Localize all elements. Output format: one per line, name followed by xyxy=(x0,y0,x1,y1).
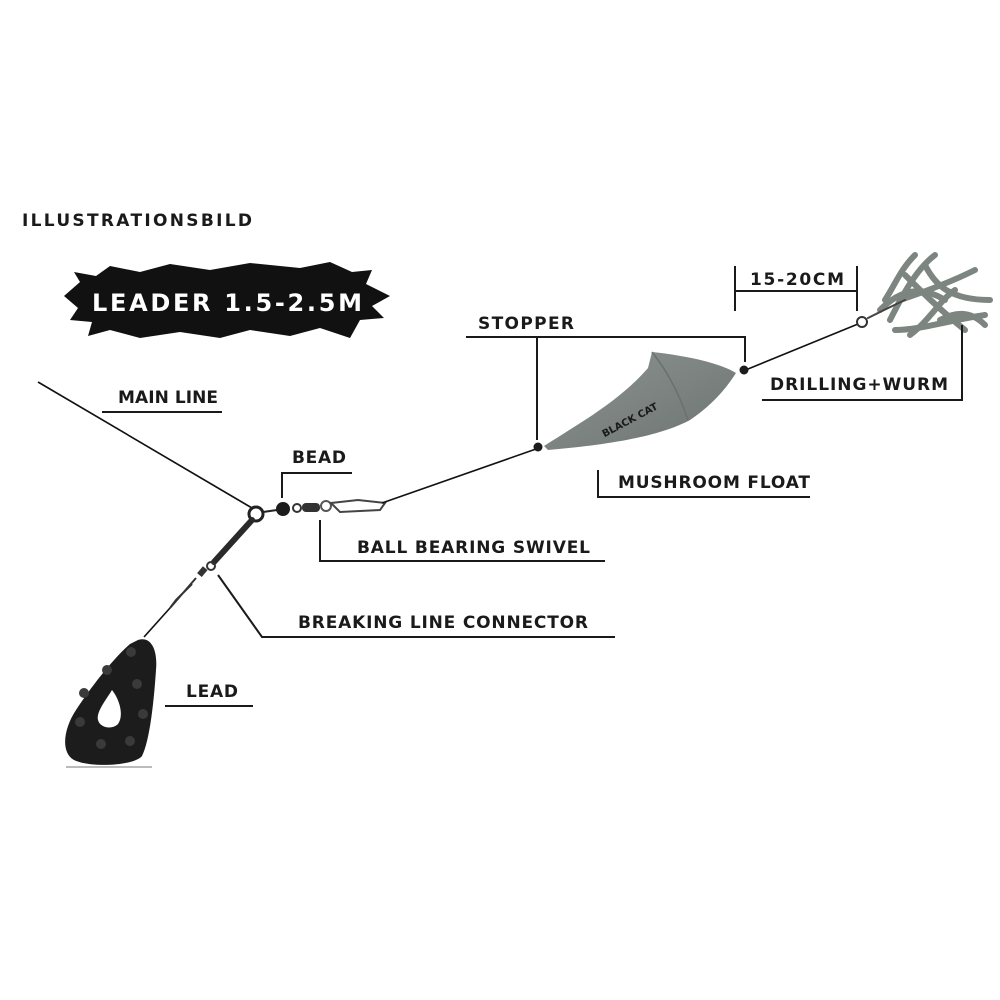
drilling-wurm-label: DRILLING+WURM xyxy=(770,375,948,395)
bead-pointer xyxy=(281,472,352,498)
bead-label: BEAD xyxy=(292,448,346,468)
stopper-bead-lower-icon xyxy=(533,442,543,452)
breaking-line-connector-label: BREAKING LINE CONNECTOR xyxy=(298,613,588,633)
length-label: 15-20CM xyxy=(750,270,844,290)
ball-bearing-swivel-icon xyxy=(292,498,387,514)
breaking-line-connector-icon xyxy=(169,517,255,609)
drilling-wurm-pointer xyxy=(762,325,963,401)
main-line xyxy=(37,381,253,509)
lead-line xyxy=(143,607,171,638)
bead-icon xyxy=(276,502,290,516)
stopper-bead-upper-icon xyxy=(739,365,749,375)
leader-length-label: LEADER 1.5-2.5M xyxy=(92,289,362,317)
stopper-label: STOPPER xyxy=(478,314,574,334)
length-bracket xyxy=(734,266,858,311)
main-line-label: MAIN LINE xyxy=(118,388,218,408)
lead-label: LEAD xyxy=(186,682,238,702)
mushroom-float-label: MUSHROOM FLOAT xyxy=(618,473,810,493)
mushroom-float-icon: BLACK CAT xyxy=(544,351,736,450)
stopper-pointer-upper xyxy=(466,336,746,362)
hook-line xyxy=(747,323,859,370)
illustration-title: ILLUSTRATIONSBILD xyxy=(22,211,252,231)
ring-icon xyxy=(247,505,265,523)
lead-weight-icon xyxy=(65,639,157,768)
connector-pointer xyxy=(217,574,615,638)
leader-line xyxy=(381,448,537,504)
ball-bearing-swivel-label: BALL BEARING SWIVEL xyxy=(357,538,590,558)
float-pointer xyxy=(597,470,810,498)
leader-banner: LEADER 1.5-2.5M xyxy=(64,262,390,338)
treble-hook-worm-icon xyxy=(856,252,993,338)
swivel-pointer xyxy=(319,520,605,562)
